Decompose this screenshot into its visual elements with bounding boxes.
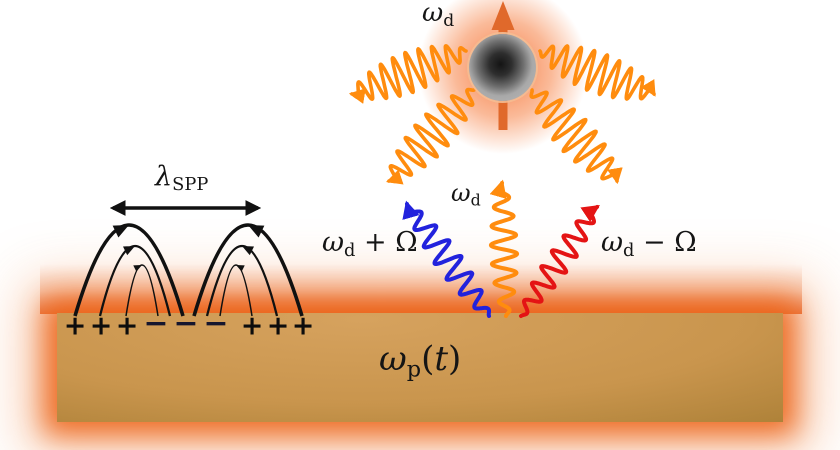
label-paren: ( [421, 339, 435, 379]
field-line-arrowhead [236, 265, 245, 272]
label-text: ω [322, 227, 345, 258]
label-subscript: d [623, 239, 635, 261]
field-line-arrowhead [133, 265, 142, 272]
drive-wave-vertical [488, 179, 520, 318]
surface-charge: + [240, 310, 264, 342]
field-line-arrowhead [248, 225, 265, 238]
particle-ray-upper-right [538, 44, 656, 101]
field-line-arc [125, 264, 159, 317]
surface-charge: + [291, 310, 315, 342]
label-text: ω [601, 227, 624, 258]
label-text: ω [379, 339, 407, 379]
dipole-arrow-head [491, 1, 515, 30]
label-subscript: p [406, 356, 422, 383]
particle-ray-lower-right [529, 88, 623, 185]
label-omega-d-minus-capital-omega: ωd − Ω [601, 227, 697, 259]
metal-slab [57, 313, 783, 422]
scattered-wave-up-shifted [402, 200, 491, 318]
label-subscript: d [470, 190, 481, 210]
label-omega-d-top: ωd [422, 0, 454, 29]
label-lambda-spp: λSPP [155, 161, 208, 193]
surface-charge: + [89, 310, 113, 342]
field-line-arc [98, 245, 172, 317]
label-tail: + Ω [355, 227, 418, 258]
label-subscript: d [443, 10, 455, 31]
nanoparticle [469, 34, 536, 101]
surface-charge: + [115, 310, 139, 342]
surface-charge: + [266, 310, 290, 342]
field-line-arrowhead [242, 246, 255, 256]
label-text: λ [155, 161, 173, 192]
label-paren: ) [448, 339, 462, 379]
label-text: ω [451, 179, 471, 207]
scattered-wave-down-shifted [519, 205, 600, 318]
label-variable: t [434, 339, 449, 379]
field-line-arrowhead [122, 246, 135, 256]
label-subscript: SPP [172, 173, 209, 195]
particle-ray-upper-left [348, 44, 468, 104]
label-omega-d-mid: ωd [451, 179, 481, 208]
label-omega-d-plus-capital-omega: ωd + Ω [322, 227, 418, 259]
field-line-arc [205, 245, 279, 317]
field-line-arc [219, 264, 253, 317]
label-tail: − Ω [634, 227, 697, 258]
label-omega-p-of-t: ωp(t) [379, 339, 462, 381]
surface-charge: − [143, 306, 169, 341]
label-text: ω [422, 0, 444, 28]
label-subscript: d [344, 239, 356, 261]
particle-ray-lower-left [385, 87, 476, 185]
surface-charge: + [63, 310, 87, 342]
field-line-arrowhead [112, 225, 129, 238]
